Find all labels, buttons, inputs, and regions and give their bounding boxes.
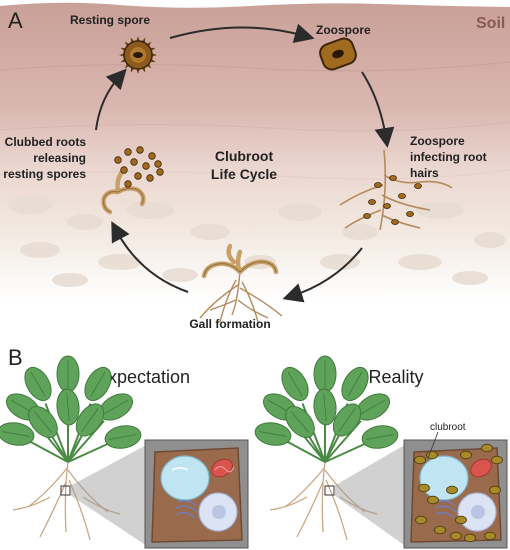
mitochondrion bbox=[211, 458, 233, 478]
arrow-clubbed-to-resting bbox=[95, 68, 127, 131]
resting-spore-dot bbox=[134, 172, 142, 180]
clubroot-cell bbox=[489, 485, 501, 495]
magnify-beam-expectation bbox=[70, 443, 150, 548]
label-resting-spore: Resting spore bbox=[70, 13, 150, 27]
clubroot-pointer-line bbox=[427, 431, 439, 459]
resting-spore-dot bbox=[114, 156, 122, 164]
clubroot-cell bbox=[460, 450, 472, 460]
panel-b-letter: B bbox=[8, 345, 23, 370]
gall-formation-icon bbox=[199, 243, 283, 323]
infected-plant-illustration bbox=[254, 355, 399, 541]
resting-spore-dot bbox=[136, 146, 144, 154]
label-clubbed-3: resting spores bbox=[3, 167, 86, 181]
label-clubbed-1: Clubbed roots bbox=[5, 135, 87, 149]
panel-a: A Soil Resting spore Zoospore bbox=[0, 2, 510, 331]
zoospore-icon bbox=[319, 37, 357, 71]
infected-cell-illustration bbox=[403, 439, 508, 549]
clubroot-cell bbox=[481, 443, 493, 453]
clubroot-cell bbox=[415, 515, 427, 525]
arrow-zoospore-to-infecting bbox=[361, 71, 395, 148]
label-infecting-1: Zoospore bbox=[410, 134, 465, 148]
golgi bbox=[175, 499, 198, 519]
vacuole bbox=[160, 455, 210, 501]
center-title-line1: Clubroot bbox=[215, 148, 274, 164]
clubroot-cell bbox=[427, 495, 439, 505]
soil-label: Soil bbox=[476, 15, 505, 32]
clubroot-cell bbox=[484, 531, 496, 541]
infecting-spores bbox=[363, 175, 422, 225]
clubroot-cell bbox=[491, 455, 503, 465]
resting-spore-icon bbox=[119, 36, 157, 74]
resting-spore-dot bbox=[156, 168, 164, 176]
panel-a-letter: A bbox=[8, 8, 23, 33]
clubroot-cell bbox=[426, 450, 438, 460]
resting-spore-dot bbox=[142, 162, 150, 170]
label-gall-formation: Gall formation bbox=[189, 317, 270, 331]
label-zoospore: Zoospore bbox=[316, 23, 371, 37]
resting-spore-dot bbox=[124, 180, 132, 188]
label-infecting-2: infecting root bbox=[410, 150, 487, 164]
healthy-cell-illustration bbox=[144, 439, 249, 549]
clubroot-cell bbox=[434, 525, 446, 535]
arrow-infecting-to-gall bbox=[282, 247, 363, 303]
soil-layer-line bbox=[0, 61, 510, 72]
clubroot-cell bbox=[414, 455, 426, 465]
arrow-resting-to-zoospore bbox=[169, 23, 315, 43]
clubroot-cell bbox=[418, 483, 430, 493]
resting-spore-dot bbox=[146, 174, 154, 182]
released-spores bbox=[114, 146, 164, 188]
expectation-heading: Expectation bbox=[96, 367, 190, 387]
clubroot-pathogen-cells bbox=[414, 443, 503, 543]
zoom-box-reality bbox=[324, 485, 335, 496]
label-infecting-3: hairs bbox=[410, 166, 439, 180]
resting-spore-dot bbox=[124, 148, 132, 156]
arrow-gall-to-clubbed bbox=[111, 221, 189, 293]
clubroot-cell bbox=[450, 531, 462, 541]
clubroot-cell bbox=[455, 515, 467, 525]
resting-spore-dot bbox=[154, 160, 162, 168]
resting-spore-dot bbox=[120, 166, 128, 174]
clubroot-label: clubroot bbox=[430, 422, 466, 433]
reality-heading: Reality bbox=[368, 367, 423, 387]
soil-layer-line bbox=[0, 121, 510, 132]
resting-spore-dot bbox=[148, 152, 156, 160]
cycle-arrows bbox=[95, 23, 395, 303]
center-title-line2: Life Cycle bbox=[211, 166, 277, 182]
clubroot-cell bbox=[446, 485, 458, 495]
zoom-box-expectation bbox=[60, 485, 71, 496]
magnify-beam-reality bbox=[334, 443, 408, 548]
soil-layer-line bbox=[0, 169, 510, 180]
clubbed-roots-icon bbox=[101, 169, 146, 215]
healthy-plant-illustration bbox=[0, 355, 142, 541]
soil-pebbles bbox=[8, 196, 506, 287]
label-clubbed-2: releasing bbox=[33, 151, 86, 165]
resting-spore-dot bbox=[130, 158, 138, 166]
clubroot-cell bbox=[464, 533, 476, 543]
panel-b: B Expectation Reality bbox=[0, 345, 508, 549]
